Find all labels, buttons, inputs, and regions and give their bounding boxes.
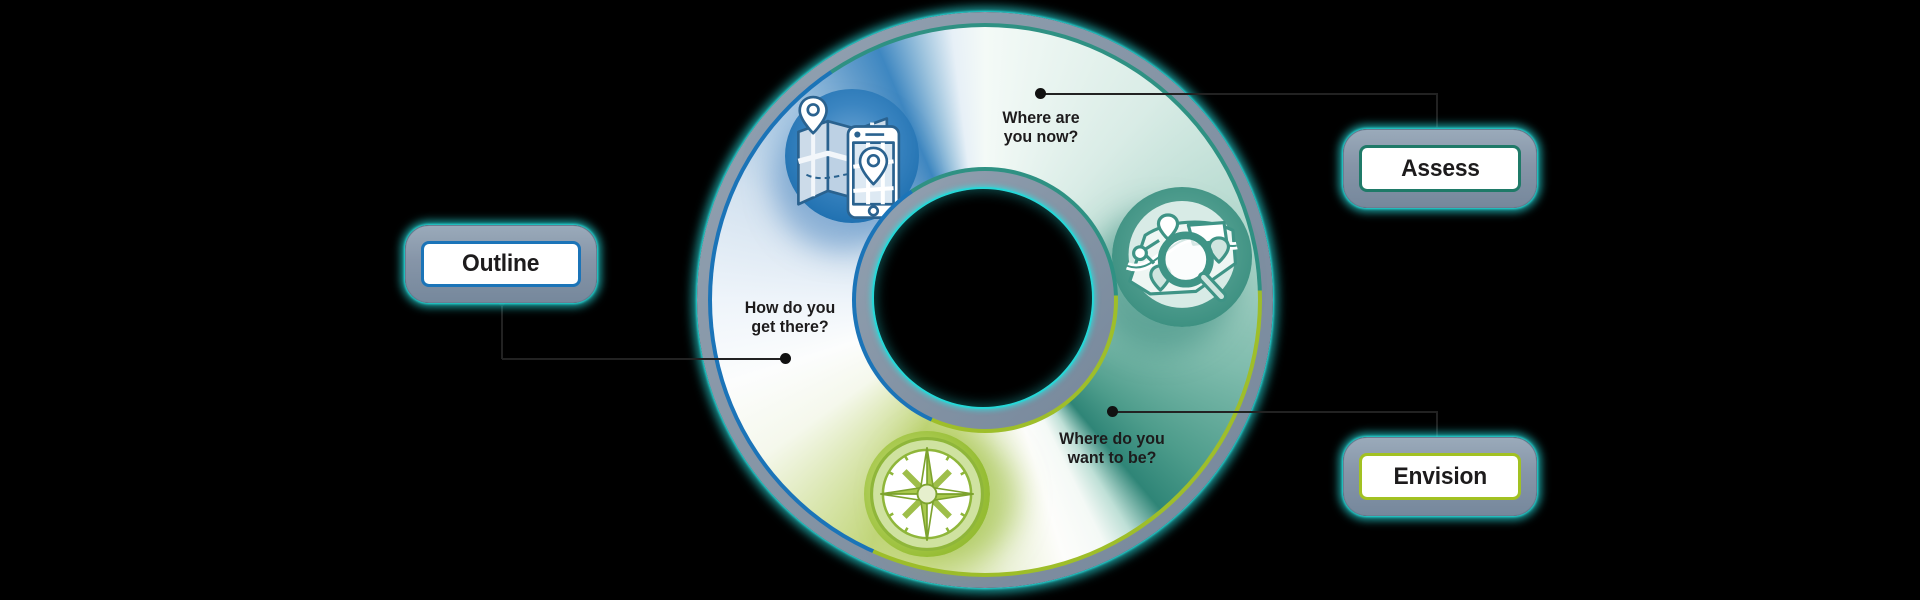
outline-button-face: Outline bbox=[421, 241, 581, 287]
envision-connector-dot bbox=[1107, 406, 1118, 417]
question-how-do-you-get-there: How do you get there? bbox=[744, 298, 836, 336]
cycle-donut[interactable] bbox=[695, 10, 1275, 590]
outline-connector-vline bbox=[501, 303, 503, 359]
compass-icon bbox=[864, 431, 990, 557]
assess-button[interactable]: Assess bbox=[1343, 129, 1537, 208]
outline-button[interactable]: Outline bbox=[405, 225, 597, 303]
map-phone-icon bbox=[785, 89, 919, 223]
envision-button-face: Envision bbox=[1359, 453, 1521, 500]
envision-connector-hline bbox=[1113, 411, 1438, 413]
outline-connector-end bbox=[499, 300, 505, 306]
assess-connector-vline bbox=[1436, 93, 1438, 131]
assess-button-face: Assess bbox=[1359, 145, 1521, 192]
assess-button-label: Assess bbox=[1400, 154, 1480, 182]
envision-button-label: Envision bbox=[1393, 462, 1487, 490]
assess-connector-dot bbox=[1035, 88, 1046, 99]
question-where-are-you-now: Where are you now? bbox=[1002, 108, 1080, 146]
envision-connector-vline bbox=[1436, 411, 1438, 450]
question-where-do-you-want-to-be: Where do you want to be? bbox=[1059, 429, 1165, 467]
assess-connector-hline bbox=[1041, 93, 1438, 95]
outline-connector-dot bbox=[780, 353, 791, 364]
envision-button[interactable]: Envision bbox=[1343, 437, 1537, 516]
outline-connector-hline bbox=[502, 358, 786, 360]
magnifier-map-icon bbox=[1112, 187, 1252, 327]
outline-button-label: Outline bbox=[462, 250, 540, 277]
donut-hole bbox=[872, 187, 1094, 409]
